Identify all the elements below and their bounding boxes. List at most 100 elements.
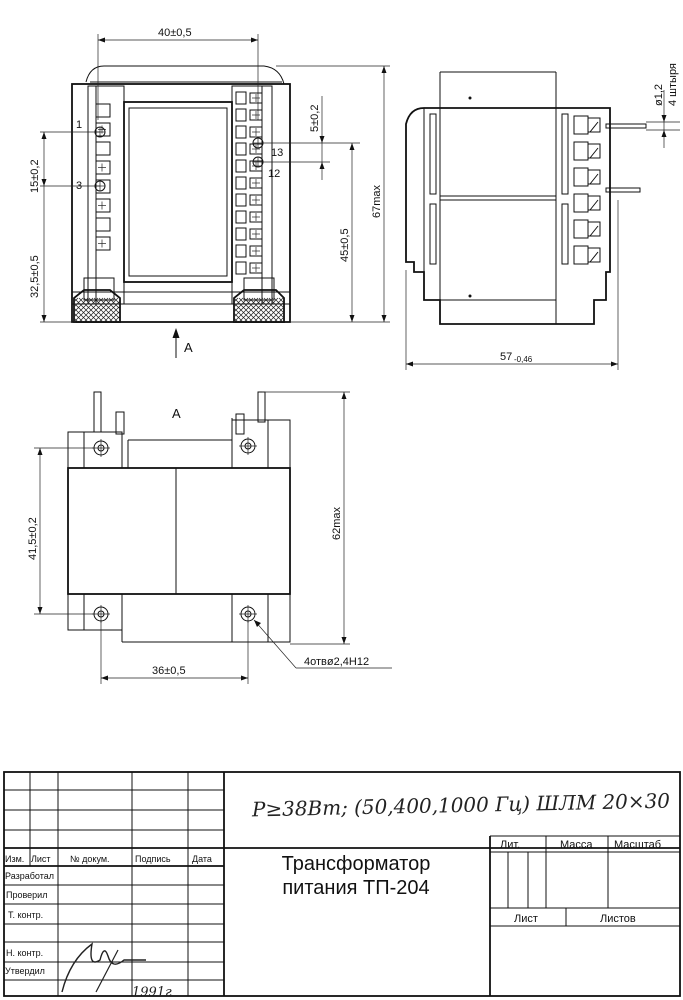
side-terminal <box>573 167 601 187</box>
right-terminal <box>235 227 263 241</box>
hatch-line <box>238 297 264 322</box>
hatch-line <box>283 297 284 322</box>
right-terminal <box>235 261 263 275</box>
terminal-slot <box>249 262 263 274</box>
right-terminal <box>235 176 263 190</box>
hatch-line <box>273 297 284 322</box>
dim-top-width: 40±0,5 <box>97 27 259 120</box>
terminal-slot <box>235 125 247 139</box>
hatch-line <box>49 298 73 322</box>
front-view <box>44 65 313 323</box>
dim-bottom-height: 41,5±0,2 <box>27 447 94 615</box>
terminal-block <box>573 115 589 135</box>
hatch-line <box>248 297 274 322</box>
tb-col-izm: Изм. <box>5 854 24 864</box>
hatch-line <box>263 297 284 322</box>
left-terminal-column <box>95 103 111 251</box>
terminal-lug <box>588 247 601 263</box>
terminal-lug <box>588 143 601 159</box>
hatch-line <box>129 298 153 322</box>
terminal-lug <box>588 195 601 211</box>
hatch-line <box>118 297 120 322</box>
terminal-slot <box>249 228 263 240</box>
dim-pin-diameter-label: ø1,2 <box>653 84 665 106</box>
pin-label-1: 1 <box>76 119 82 131</box>
hatch-line <box>234 297 244 322</box>
bottom-view: A <box>67 391 291 643</box>
hatch-line <box>253 297 279 322</box>
dim-side-width: 57 -0,46 <box>405 200 619 370</box>
terminal-slot <box>235 176 247 190</box>
hatch-line <box>44 298 68 322</box>
hatch-line <box>103 297 120 322</box>
terminal-slot <box>249 126 263 138</box>
side-pins-protruding <box>605 123 647 193</box>
hatch-line <box>74 297 99 322</box>
dim-left-height-label: 32,5±0,5 <box>29 255 41 298</box>
tb-lit: Лит. <box>500 839 520 851</box>
tb-mass: Масса <box>560 839 593 851</box>
terminal-lug <box>588 117 601 133</box>
left-terminal <box>95 103 111 118</box>
side-view <box>405 71 611 325</box>
right-terminal-column <box>235 91 263 275</box>
mount-hole-top-right <box>239 437 257 455</box>
terminal-slot <box>249 109 263 121</box>
terminal-slot <box>235 244 247 258</box>
dim-max-height-label: 67max <box>371 184 383 218</box>
terminal-slot <box>235 91 247 105</box>
terminal-block <box>573 245 589 265</box>
hatch-line <box>289 298 313 322</box>
pin-label-13: 13 <box>271 147 283 159</box>
tb-row-approved: Утвердил <box>5 966 45 976</box>
hatch-line <box>124 298 148 322</box>
pin-label-12: 12 <box>268 168 280 180</box>
dim-bottom-width-label: 36±0,5 <box>152 665 186 677</box>
hatch-line <box>209 298 233 322</box>
dim-bottom-width: 36±0,5 <box>100 620 249 684</box>
hatch-line <box>98 297 120 322</box>
terminal-slot <box>95 236 111 251</box>
right-terminal <box>235 142 263 156</box>
hatch-line <box>49 298 73 322</box>
dim-top-width-label: 40±0,5 <box>158 27 192 39</box>
hatch-line <box>74 297 94 322</box>
terminal-block <box>573 193 589 213</box>
hatch-line <box>129 298 153 322</box>
terminal-slot <box>95 141 111 156</box>
tb-sheet: Лист <box>514 913 538 925</box>
terminal-slot <box>249 160 263 172</box>
tb-col-sign: Подпись <box>135 854 171 864</box>
dim-left-pin-spacing: 15±0,2 <box>29 131 100 193</box>
dim-max-height: 67max <box>276 65 390 322</box>
dim-right-pin-spacing-label: 5±0,2 <box>309 105 321 132</box>
hatch-line <box>74 297 89 322</box>
right-terminal <box>235 210 263 224</box>
title-block <box>3 771 681 997</box>
dim-side-width-label: 57 <box>500 351 512 363</box>
right-terminal <box>235 108 263 122</box>
dim-bottom-max: 62max <box>262 391 350 645</box>
terminal-slot <box>95 217 111 232</box>
dim-pin-diameter: ø1,2 4 штыря <box>646 63 680 148</box>
view-arrow-a: A <box>172 328 193 358</box>
dim-right-pin-spacing: 5±0,2 <box>262 96 360 180</box>
tb-row-developer: Разработал <box>5 871 54 881</box>
view-a-title: A <box>172 406 181 421</box>
hatch-line <box>273 297 284 322</box>
left-foot-hatched <box>44 289 153 323</box>
side-terminal <box>573 141 601 161</box>
dim-side-width-tolerance: -0,46 <box>514 355 533 364</box>
hatch-line <box>204 298 228 322</box>
right-foot-hatched <box>204 289 313 323</box>
terminal-slot <box>95 160 111 175</box>
hatch-line <box>108 297 120 322</box>
hatch-line <box>88 297 114 322</box>
hatch-line <box>74 297 84 322</box>
terminal-lug <box>588 169 601 185</box>
left-terminal <box>95 198 111 213</box>
right-terminal <box>235 125 263 139</box>
left-terminal <box>95 236 111 251</box>
right-terminal <box>235 91 263 105</box>
